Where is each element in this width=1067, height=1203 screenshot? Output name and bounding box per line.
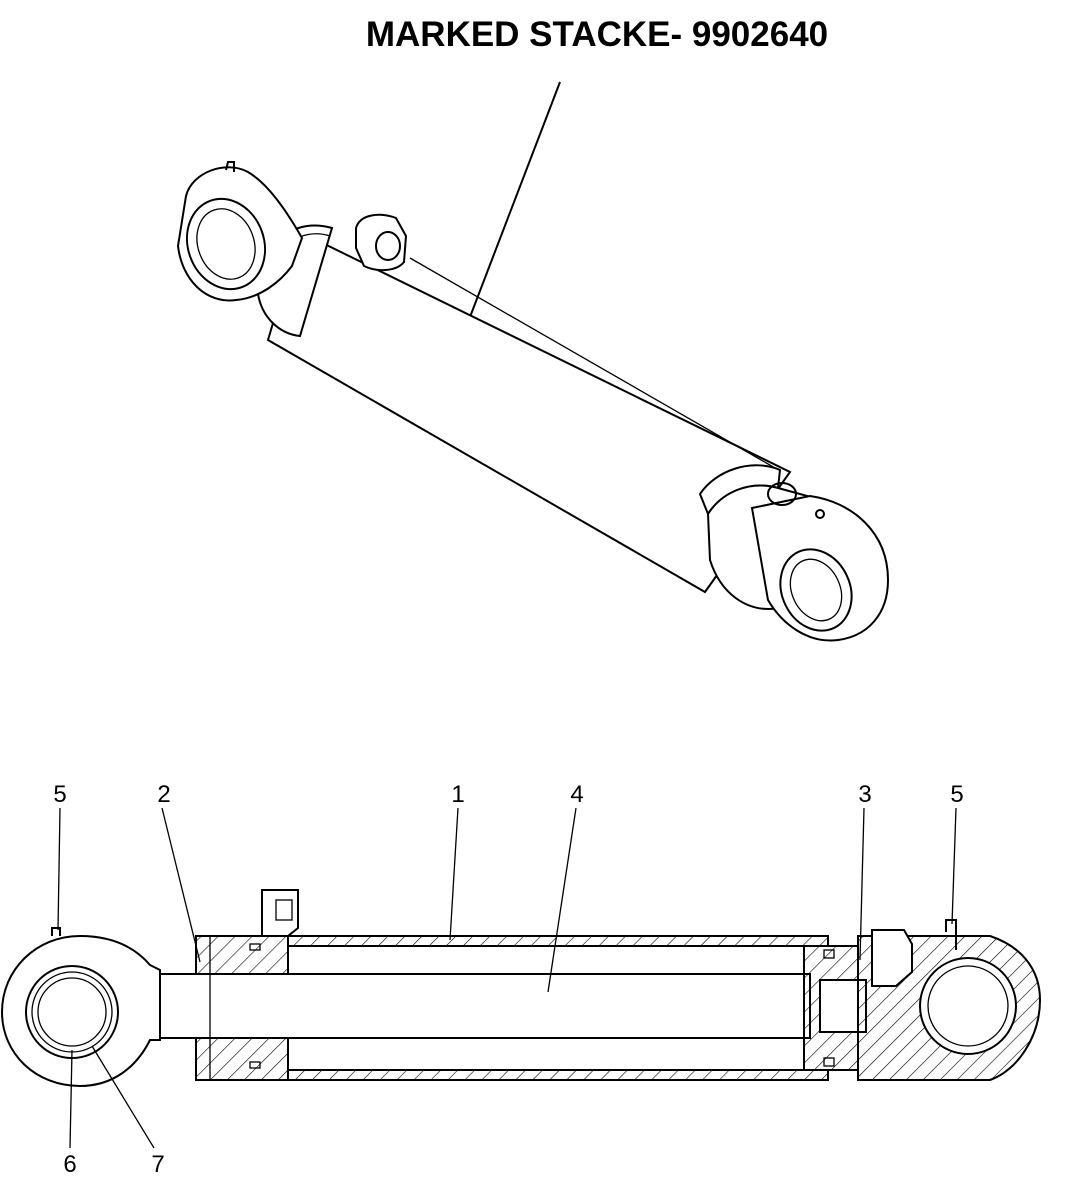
callout-6: 6 (63, 1151, 76, 1178)
callout-leaders (57, 807, 957, 1149)
rod-eye-bearing-outer (185, 197, 267, 291)
callout-5-right: 5 (950, 781, 963, 808)
rod-eye-bearing-inner (196, 208, 256, 280)
leader-3 (859, 807, 865, 961)
gland-seal-top (249, 943, 261, 951)
section-rod-eye-grease-nipple (51, 927, 61, 936)
piston-seal-top (823, 949, 835, 959)
leader-7 (91, 1045, 155, 1149)
barrel-wall-top (287, 935, 829, 947)
leader-5-left (57, 807, 61, 931)
gland-bottom (195, 1037, 289, 1081)
gland-top (195, 935, 289, 975)
title-leader-line (464, 81, 561, 331)
barrel-highlight (409, 257, 776, 469)
leader-5-right (951, 807, 957, 925)
section-port-block-rod-end (261, 889, 299, 937)
piston-seal-bottom (823, 1057, 835, 1067)
gland-seal-bottom (249, 1061, 261, 1069)
base-eye-grease-nipple (815, 509, 825, 519)
port-hole-rod-end (375, 231, 401, 261)
section-rod-eye (0, 934, 161, 1088)
callout-4: 4 (570, 781, 583, 808)
callout-1: 1 (451, 781, 464, 808)
section-rod-eye-bearing-inner (37, 977, 107, 1047)
callout-5-left: 5 (53, 781, 66, 808)
part-title: MARKED STACKE- 9902640 (366, 15, 828, 54)
base-eye-bearing-inner (789, 558, 843, 622)
callout-2: 2 (157, 781, 170, 808)
rod-eye-grease-nipple (225, 161, 235, 172)
isometric-cylinder-view (176, 161, 890, 642)
section-port-block-base-end (871, 929, 913, 987)
section-cylinder-view (0, 889, 1042, 1088)
base-eye-bore (919, 957, 1017, 1055)
leader-2 (161, 807, 201, 963)
port-block-rod-end (355, 213, 408, 272)
callout-7: 7 (151, 1151, 164, 1178)
barrel-wall-bottom (287, 1069, 829, 1081)
port-hole-base-end (767, 482, 797, 506)
base-eye-bearing (927, 965, 1009, 1047)
leader-6 (69, 1049, 73, 1149)
callout-labels: 5 2 1 4 3 5 6 7 (53, 781, 963, 1178)
piston-rod (159, 973, 811, 1039)
leader-1 (449, 807, 459, 941)
section-port-rod-end (275, 899, 293, 921)
leader-4 (547, 807, 577, 993)
section-base-grease-nipple (945, 919, 957, 950)
callout-3: 3 (858, 781, 871, 808)
base-eye-bearing-outer (779, 548, 853, 632)
